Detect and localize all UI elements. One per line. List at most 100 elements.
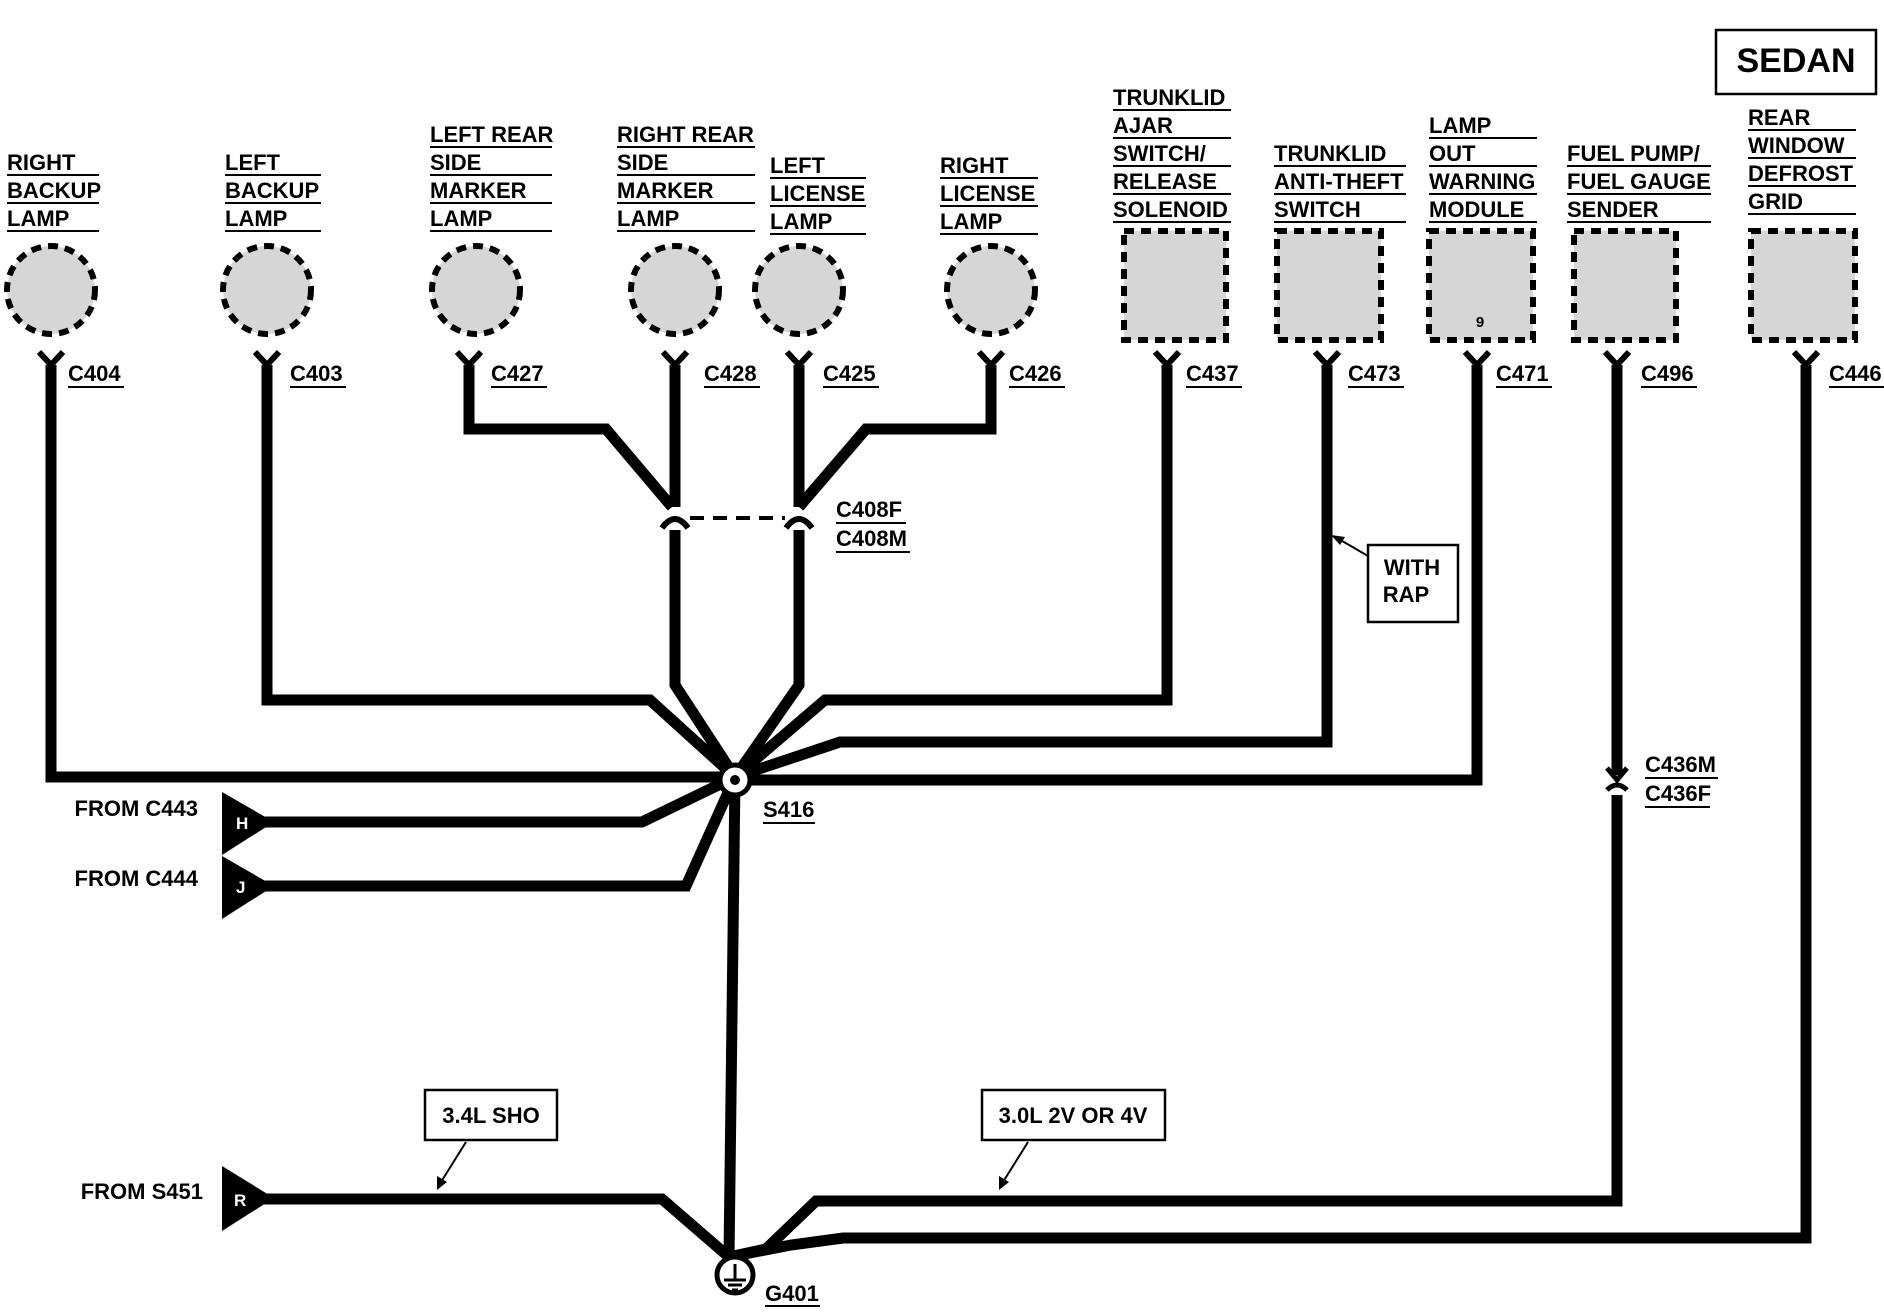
trunklid-ajar-switch-title-line: TRUNKLID [1113, 85, 1225, 110]
lamp-out-warning-module-title-line: LAMP [1429, 113, 1491, 138]
from-c444-label: FROM C444 [75, 866, 199, 891]
source-c443: FROM C443 H [75, 792, 274, 855]
wires [45, 365, 1812, 1263]
fuel-pump-sender-icon [1571, 228, 1679, 343]
source-c444: FROM C444 J [75, 856, 274, 919]
module-devices: 9 [1121, 228, 1858, 343]
rear-window-defrost-grid-title-line: WINDOW [1748, 133, 1845, 158]
right-backup-lamp-title-line: RIGHT [7, 150, 76, 175]
wire-c425-lower [730, 530, 805, 781]
left-license-lamp-title-line: LAMP [770, 209, 832, 234]
right-backup-lamp-title-line: LAMP [7, 206, 69, 231]
right-rear-side-marker-lamp-icon [628, 243, 722, 337]
right-license-lamp-connector-label: C426 [1009, 361, 1062, 386]
trunklid-anti-theft-switch-title-line: ANTI-THEFT [1274, 169, 1404, 194]
wire-c446 [727, 365, 1812, 1263]
trunklid-ajar-switch-title-line: RELEASE [1113, 169, 1217, 194]
trunklid-anti-theft-switch-title-line: SWITCH [1274, 197, 1361, 222]
right-rear-side-marker-lamp-title-line: SIDE [617, 150, 668, 175]
rear-window-defrost-grid-title-line: REAR [1748, 105, 1810, 130]
left-backup-lamp-title-line: BACKUP [225, 178, 319, 203]
from-s451-label: FROM S451 [81, 1179, 203, 1204]
left-backup-lamp-icon [220, 243, 314, 337]
with-rap-line2: RAP [1383, 582, 1429, 607]
left-license-lamp-title-line: LICENSE [770, 181, 865, 206]
right-backup-lamp-title-line: BACKUP [7, 178, 101, 203]
c436f-label: C436F [1645, 781, 1711, 806]
trunklid-ajar-switch-title-line: SWITCH/ [1113, 141, 1206, 166]
sedan-text: SEDAN [1736, 42, 1855, 80]
lamp-out-warning-module-title-line: MODULE [1429, 197, 1524, 222]
left-rear-side-marker-lamp-title-line: SIDE [430, 150, 481, 175]
trunklid-ajar-switch-title-line: SOLENOID [1113, 197, 1228, 222]
right-backup-lamp-icon [4, 243, 98, 337]
lamp-out-warning-module-title-line: OUT [1429, 141, 1476, 166]
right-rear-side-marker-lamp-connector-label: C428 [704, 361, 757, 386]
g401-ground: G401 [714, 1254, 820, 1307]
right-license-lamp-title-line: LAMP [940, 209, 1002, 234]
wire-c428-lower [669, 530, 740, 781]
wire-c471 [735, 365, 1483, 786]
right-license-lamp-title-line: RIGHT [940, 153, 1009, 178]
right-license-lamp-title-line: LICENSE [940, 181, 1035, 206]
left-backup-lamp-connector-label: C403 [290, 361, 343, 386]
wire-s451 [250, 1193, 733, 1262]
trunklid-anti-theft-switch-title-line: TRUNKLID [1274, 141, 1386, 166]
left-rear-side-marker-lamp-title-line: LAMP [430, 206, 492, 231]
source-s451: FROM S451 R [81, 1166, 274, 1231]
wire-c426 [794, 365, 997, 511]
right-rear-side-marker-lamp-title-line: MARKER [617, 178, 714, 203]
trunklid-ajar-switch-title-line: AJAR [1113, 113, 1173, 138]
wire-c436-g401 [727, 795, 1623, 1263]
pin-r: R [234, 1191, 246, 1210]
rear-window-defrost-grid-icon [1748, 228, 1858, 343]
engine-30-label: 3.0L 2V OR 4V [999, 1103, 1148, 1128]
with-rap-note: WITH RAP [1331, 535, 1460, 624]
wire-c427 [463, 365, 677, 511]
lamp-out-warning-module-icon [1426, 228, 1536, 343]
left-backup-lamp-title-line: LEFT [225, 150, 281, 175]
engine-sho-label: 3.4L SHO [442, 1103, 539, 1128]
fuel-pump-sender-title-line: FUEL PUMP/ [1567, 141, 1700, 166]
pin-h: H [236, 814, 248, 833]
fuel-pump-sender-title-line: FUEL GAUGE [1567, 169, 1711, 194]
connector-symbols [36, 349, 1821, 370]
fuel-pump-sender-connector-label: C496 [1641, 361, 1694, 386]
component-labels: RIGHT BACKUP LAMP LEFT BACKUP LAMP LEFT REAR SI… [7, 85, 1856, 235]
c408f-label: C408F [836, 497, 902, 522]
lamp-devices [4, 243, 1038, 337]
engine-30-note: 3.0L 2V OR 4V [980, 1088, 1167, 1190]
lamp-out-warning-module-connector-label: C471 [1496, 361, 1549, 386]
trunklid-ajar-switch-icon [1121, 228, 1229, 343]
left-backup-lamp-title-line: LAMP [225, 206, 287, 231]
c436m-label: C436M [1645, 752, 1716, 777]
with-rap-line1: WITH [1384, 555, 1440, 580]
trunklid-anti-theft-switch-icon [1274, 228, 1384, 343]
wire-s416-g401 [723, 776, 741, 1258]
rear-window-defrost-grid-connector-label: C446 [1829, 361, 1882, 386]
module-pin-number: 9 [1476, 314, 1484, 331]
right-rear-side-marker-lamp-title-line: RIGHT REAR [617, 122, 754, 147]
trunklid-ajar-switch-connector-label: C437 [1186, 361, 1239, 386]
left-rear-side-marker-lamp-title-line: LEFT REAR [430, 122, 554, 147]
c436-inline-connector: C436M C436F [1605, 752, 1718, 808]
s416-splice: S416 [717, 762, 815, 824]
rear-window-defrost-grid-title-line: DEFROST [1748, 161, 1854, 186]
pin-j: J [236, 878, 245, 897]
lamp-out-warning-module-title-line: WARNING [1429, 169, 1535, 194]
wire-c443 [250, 772, 738, 828]
right-backup-lamp-connector-label: C404 [68, 361, 121, 386]
right-rear-side-marker-lamp-title-line: LAMP [617, 206, 679, 231]
wire-c404 [45, 365, 735, 783]
left-license-lamp-icon [752, 243, 846, 337]
left-license-lamp-title-line: LEFT [770, 153, 826, 178]
sedan-badge: SEDAN [1714, 28, 1878, 96]
wire-c444 [250, 774, 741, 892]
wire-c403 [261, 365, 739, 782]
s416-label: S416 [763, 797, 814, 822]
right-license-lamp-icon [944, 243, 1038, 337]
left-rear-side-marker-lamp-icon [429, 243, 523, 337]
wire-c437 [731, 365, 1173, 782]
left-license-lamp-connector-label: C425 [823, 361, 876, 386]
